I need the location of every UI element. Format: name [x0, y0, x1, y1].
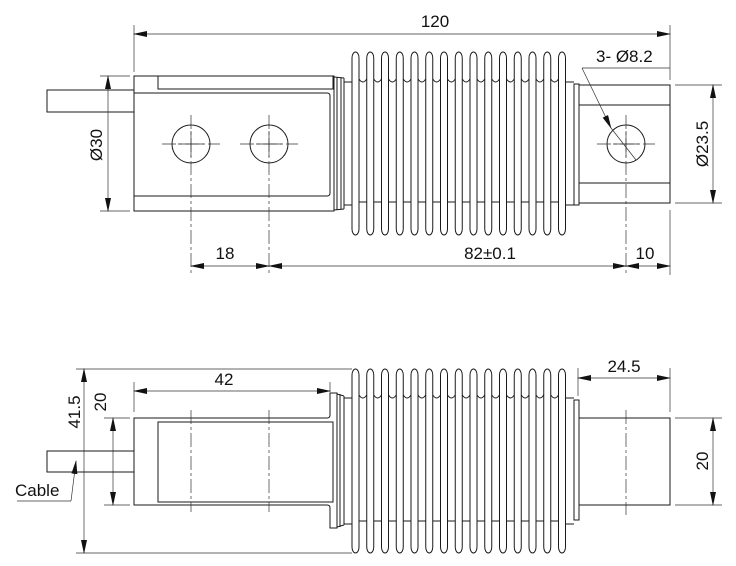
bellows-groove [402, 394, 412, 399]
dimension-20-left: 20 [91, 393, 130, 506]
bellows-groove [417, 394, 427, 399]
bellows-groove [535, 394, 545, 399]
bellows-fin [351, 51, 360, 236]
dim-label-82: 82±0.1 [464, 244, 516, 263]
dim-label-dia30: Ø30 [87, 129, 106, 161]
bellows-groove [461, 78, 471, 83]
side-view: 41.5 20 42 Cable [15, 357, 722, 554]
bellows-groove [520, 78, 530, 83]
bellows-fin [454, 51, 463, 236]
dimension-20-right: 20 [675, 417, 722, 506]
bellows-fin [543, 368, 552, 554]
bellows-fin [513, 368, 522, 554]
bellows-groove [476, 78, 486, 83]
dim-label-10: 10 [636, 244, 655, 263]
bellows-fin [440, 51, 448, 236]
bellows-groove [506, 394, 515, 399]
bellows-fin [381, 368, 389, 554]
dimension-dia23-5: Ø23.5 [675, 84, 722, 204]
bellows-groove [491, 394, 500, 399]
dim-label-18: 18 [216, 244, 235, 263]
bellows-groove [461, 394, 471, 399]
left-mount-block [133, 75, 345, 212]
bellows-fin [425, 51, 434, 236]
bellows-fin [366, 368, 375, 554]
cable-stub [46, 89, 135, 113]
bellows-groove [476, 394, 486, 399]
bellows-groove [388, 394, 397, 399]
dim-label-20-left: 20 [91, 393, 110, 412]
top-view: 120 [46, 12, 722, 275]
dim-label-dia23-5: Ø23.5 [693, 121, 712, 167]
dimension-dia30: Ø30 [87, 75, 130, 212]
dim-label-42: 42 [215, 370, 234, 389]
bellows-fin [469, 368, 478, 554]
bellows-groove [402, 78, 412, 83]
bellows-groove [506, 78, 515, 83]
bellows-fins [344, 51, 574, 236]
cable-callout: Cable [15, 460, 78, 502]
bellows-groove [447, 78, 456, 83]
bellows-groove [373, 78, 382, 83]
bellows-fin [484, 368, 493, 554]
dimension-chain-bottom: 18 82±0.1 10 [190, 210, 671, 275]
bellows-fin [528, 51, 537, 236]
left-mount-block-side [133, 392, 345, 529]
bellows-groove [388, 78, 397, 83]
dimension-41-5: 41.5 [65, 368, 352, 554]
bellows-fin [499, 51, 507, 236]
dimension-42: 42 [133, 370, 331, 412]
bellows-groove [373, 394, 382, 399]
cable-label: Cable [15, 481, 59, 500]
dimension-24-5: 24.5 [577, 357, 671, 412]
bellows-groove [491, 78, 500, 83]
bellows-fin [395, 51, 404, 236]
dim-label-41-5: 41.5 [65, 395, 84, 428]
bellows-fin [558, 51, 566, 236]
bellows-fin [381, 51, 389, 236]
bellows-fin [425, 368, 434, 554]
bellows-groove [520, 394, 530, 399]
bellows-fin [410, 368, 419, 554]
bellows-fin [558, 368, 566, 554]
dim-label-24-5: 24.5 [607, 357, 640, 376]
mount-hole-1 [162, 115, 220, 275]
dimension-120: 120 [133, 12, 671, 80]
bellows-fin [395, 368, 404, 554]
bellows-groove [358, 394, 368, 399]
dim-label-120: 120 [421, 12, 449, 31]
bellows-fin [469, 51, 478, 236]
bellows-groove [550, 394, 559, 399]
bellows-groove [432, 394, 441, 399]
dim-label-hole-spec: 3- Ø8.2 [596, 47, 653, 66]
bellows-fin [499, 368, 507, 554]
bellows-fin [543, 51, 552, 236]
bellows-fin [351, 368, 360, 554]
bellows-groove [358, 78, 368, 83]
bellows-fin [440, 368, 448, 554]
bellows-groove [535, 78, 545, 83]
dim-label-20-right: 20 [693, 452, 712, 471]
mount-hole-2 [240, 115, 298, 275]
hole-callout: 3- Ø8.2 [581, 47, 670, 161]
bellows-groove [417, 78, 427, 83]
bellows-fin [366, 51, 375, 236]
cable-stub [46, 450, 135, 473]
bellows-groove [432, 78, 441, 83]
bellows-fin [484, 51, 493, 236]
bellows-fin [528, 368, 537, 554]
right-mount-block-side [573, 399, 671, 521]
bellows-groove [447, 394, 456, 399]
bellows-groove [550, 78, 559, 83]
right-mount-block [573, 83, 671, 275]
bellows-fin [513, 51, 522, 236]
bellows-fin [454, 368, 463, 554]
bellows-fins-side [344, 368, 574, 554]
bellows-fin [410, 51, 419, 236]
